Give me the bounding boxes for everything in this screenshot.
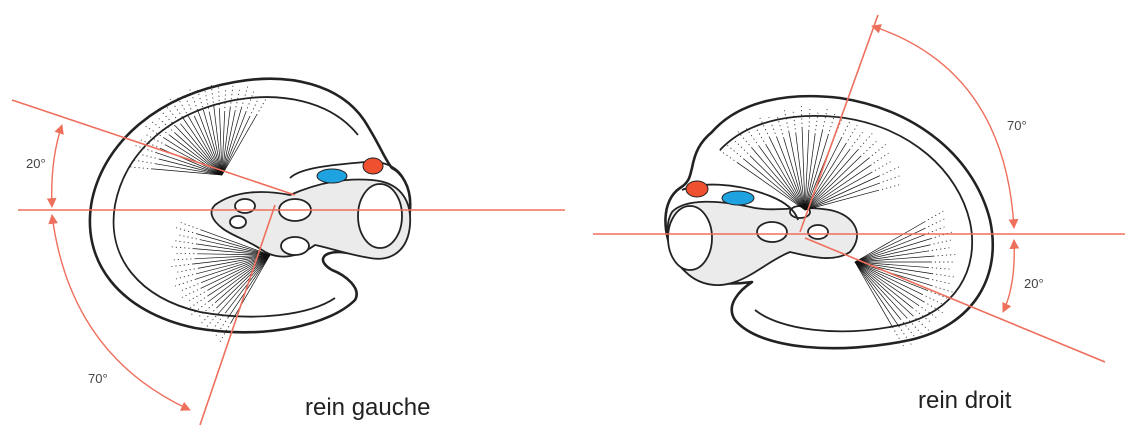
left-calyx-3 (281, 237, 309, 255)
right-renal-artery (686, 181, 708, 197)
left-hilum-loop (290, 162, 405, 182)
left-pelvis-opening (358, 184, 402, 248)
left-lower-angle-arc (52, 215, 190, 410)
left-renal-vein (317, 169, 347, 183)
right-calyx-2 (808, 225, 828, 239)
left-lower-angle-label: 70° (88, 371, 108, 386)
left-calyx-2 (235, 199, 255, 213)
right-calyx-1 (757, 222, 787, 242)
right-lower-medulla-rays (855, 211, 955, 346)
right-kidney (665, 96, 992, 348)
right-lower-angle-arc (1003, 240, 1014, 312)
right-tilted-axis-70 (800, 15, 878, 232)
right-tilted-axis-20 (805, 238, 1105, 362)
right-upper-angle-arc (872, 26, 1014, 228)
right-lower-angle-label: 20° (1024, 276, 1044, 291)
right-renal-vein (722, 191, 754, 205)
left-calyx-4 (230, 216, 246, 228)
right-pelvis-opening (668, 206, 712, 270)
right-upper-angle-label: 70° (1007, 118, 1027, 133)
right-kidney-caption: rein droit (918, 387, 1012, 414)
left-kidney-caption: rein gauche (305, 394, 430, 421)
left-renal-artery (363, 158, 383, 174)
left-upper-angle-label: 20° (26, 156, 46, 171)
left-upper-angle-arc (52, 125, 62, 207)
